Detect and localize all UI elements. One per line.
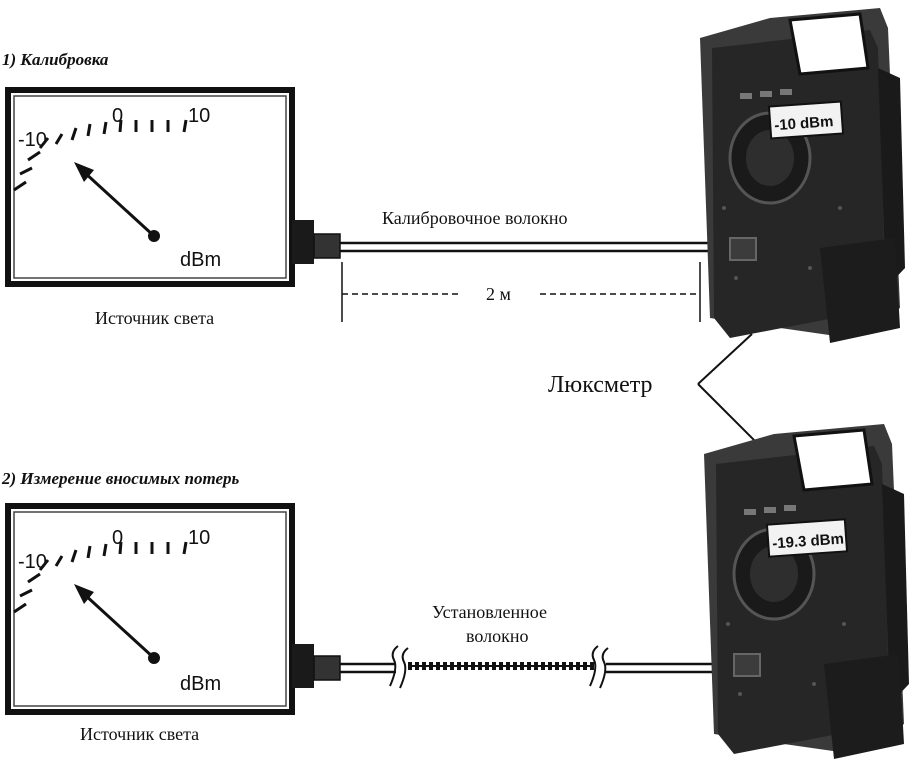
unit-label-dbm: dBm: [180, 673, 221, 695]
meter-needle: [74, 584, 160, 664]
light-source-frame: [5, 503, 295, 715]
section-title-calibration: 1) Калибровка: [2, 50, 109, 69]
length-label: 2 м: [486, 284, 511, 304]
source-connector: [292, 220, 314, 264]
scale-label-minus-10: -10: [18, 129, 47, 151]
source-label-2: Источник света: [80, 724, 199, 744]
calibration-fiber: [340, 241, 740, 253]
length-dimension: [341, 262, 701, 322]
fiber-label-installed-line2: волокно: [466, 626, 529, 646]
unit-label-dbm: dBm: [180, 249, 221, 271]
light-source-1: -10 0 10 dBm: [5, 87, 341, 287]
lightmeter-label: Люксметр: [548, 372, 653, 398]
fiber-label-installed-line1: Установленное: [432, 602, 547, 622]
lightmeter-pointer-lines: [697, 333, 771, 457]
analog-scale-ticks: [13, 119, 188, 192]
meter-display-1: [767, 100, 845, 140]
scale-label-10: 10: [188, 105, 210, 127]
power-meter-1: -10 dBm: [698, 6, 907, 345]
source-connector: [292, 644, 314, 688]
analog-scale-ticks: [13, 541, 188, 614]
fiber-label-calibration: Калибровочное волокно: [382, 208, 568, 228]
scale-label-10: 10: [188, 527, 210, 549]
source-label-1: Источник света: [95, 308, 214, 328]
scale-label-minus-10: -10: [18, 551, 47, 573]
section-title-insertion-loss: 2) Измерение вносимых потерь: [1, 469, 239, 488]
meter-reading-2: -19.3 dBm: [772, 530, 845, 552]
meter-needle: [74, 162, 160, 242]
light-source-2: -10 0 10 dBm: [5, 503, 341, 715]
scale-label-0: 0: [112, 105, 123, 127]
installed-fiber: [340, 645, 742, 689]
power-meter-2: -19.3 dBm: [702, 422, 911, 761]
scale-label-0: 0: [112, 527, 123, 549]
meter-reading-1: -10 dBm: [774, 113, 834, 134]
meter-display-2: [765, 518, 849, 558]
light-source-frame: [5, 87, 295, 287]
